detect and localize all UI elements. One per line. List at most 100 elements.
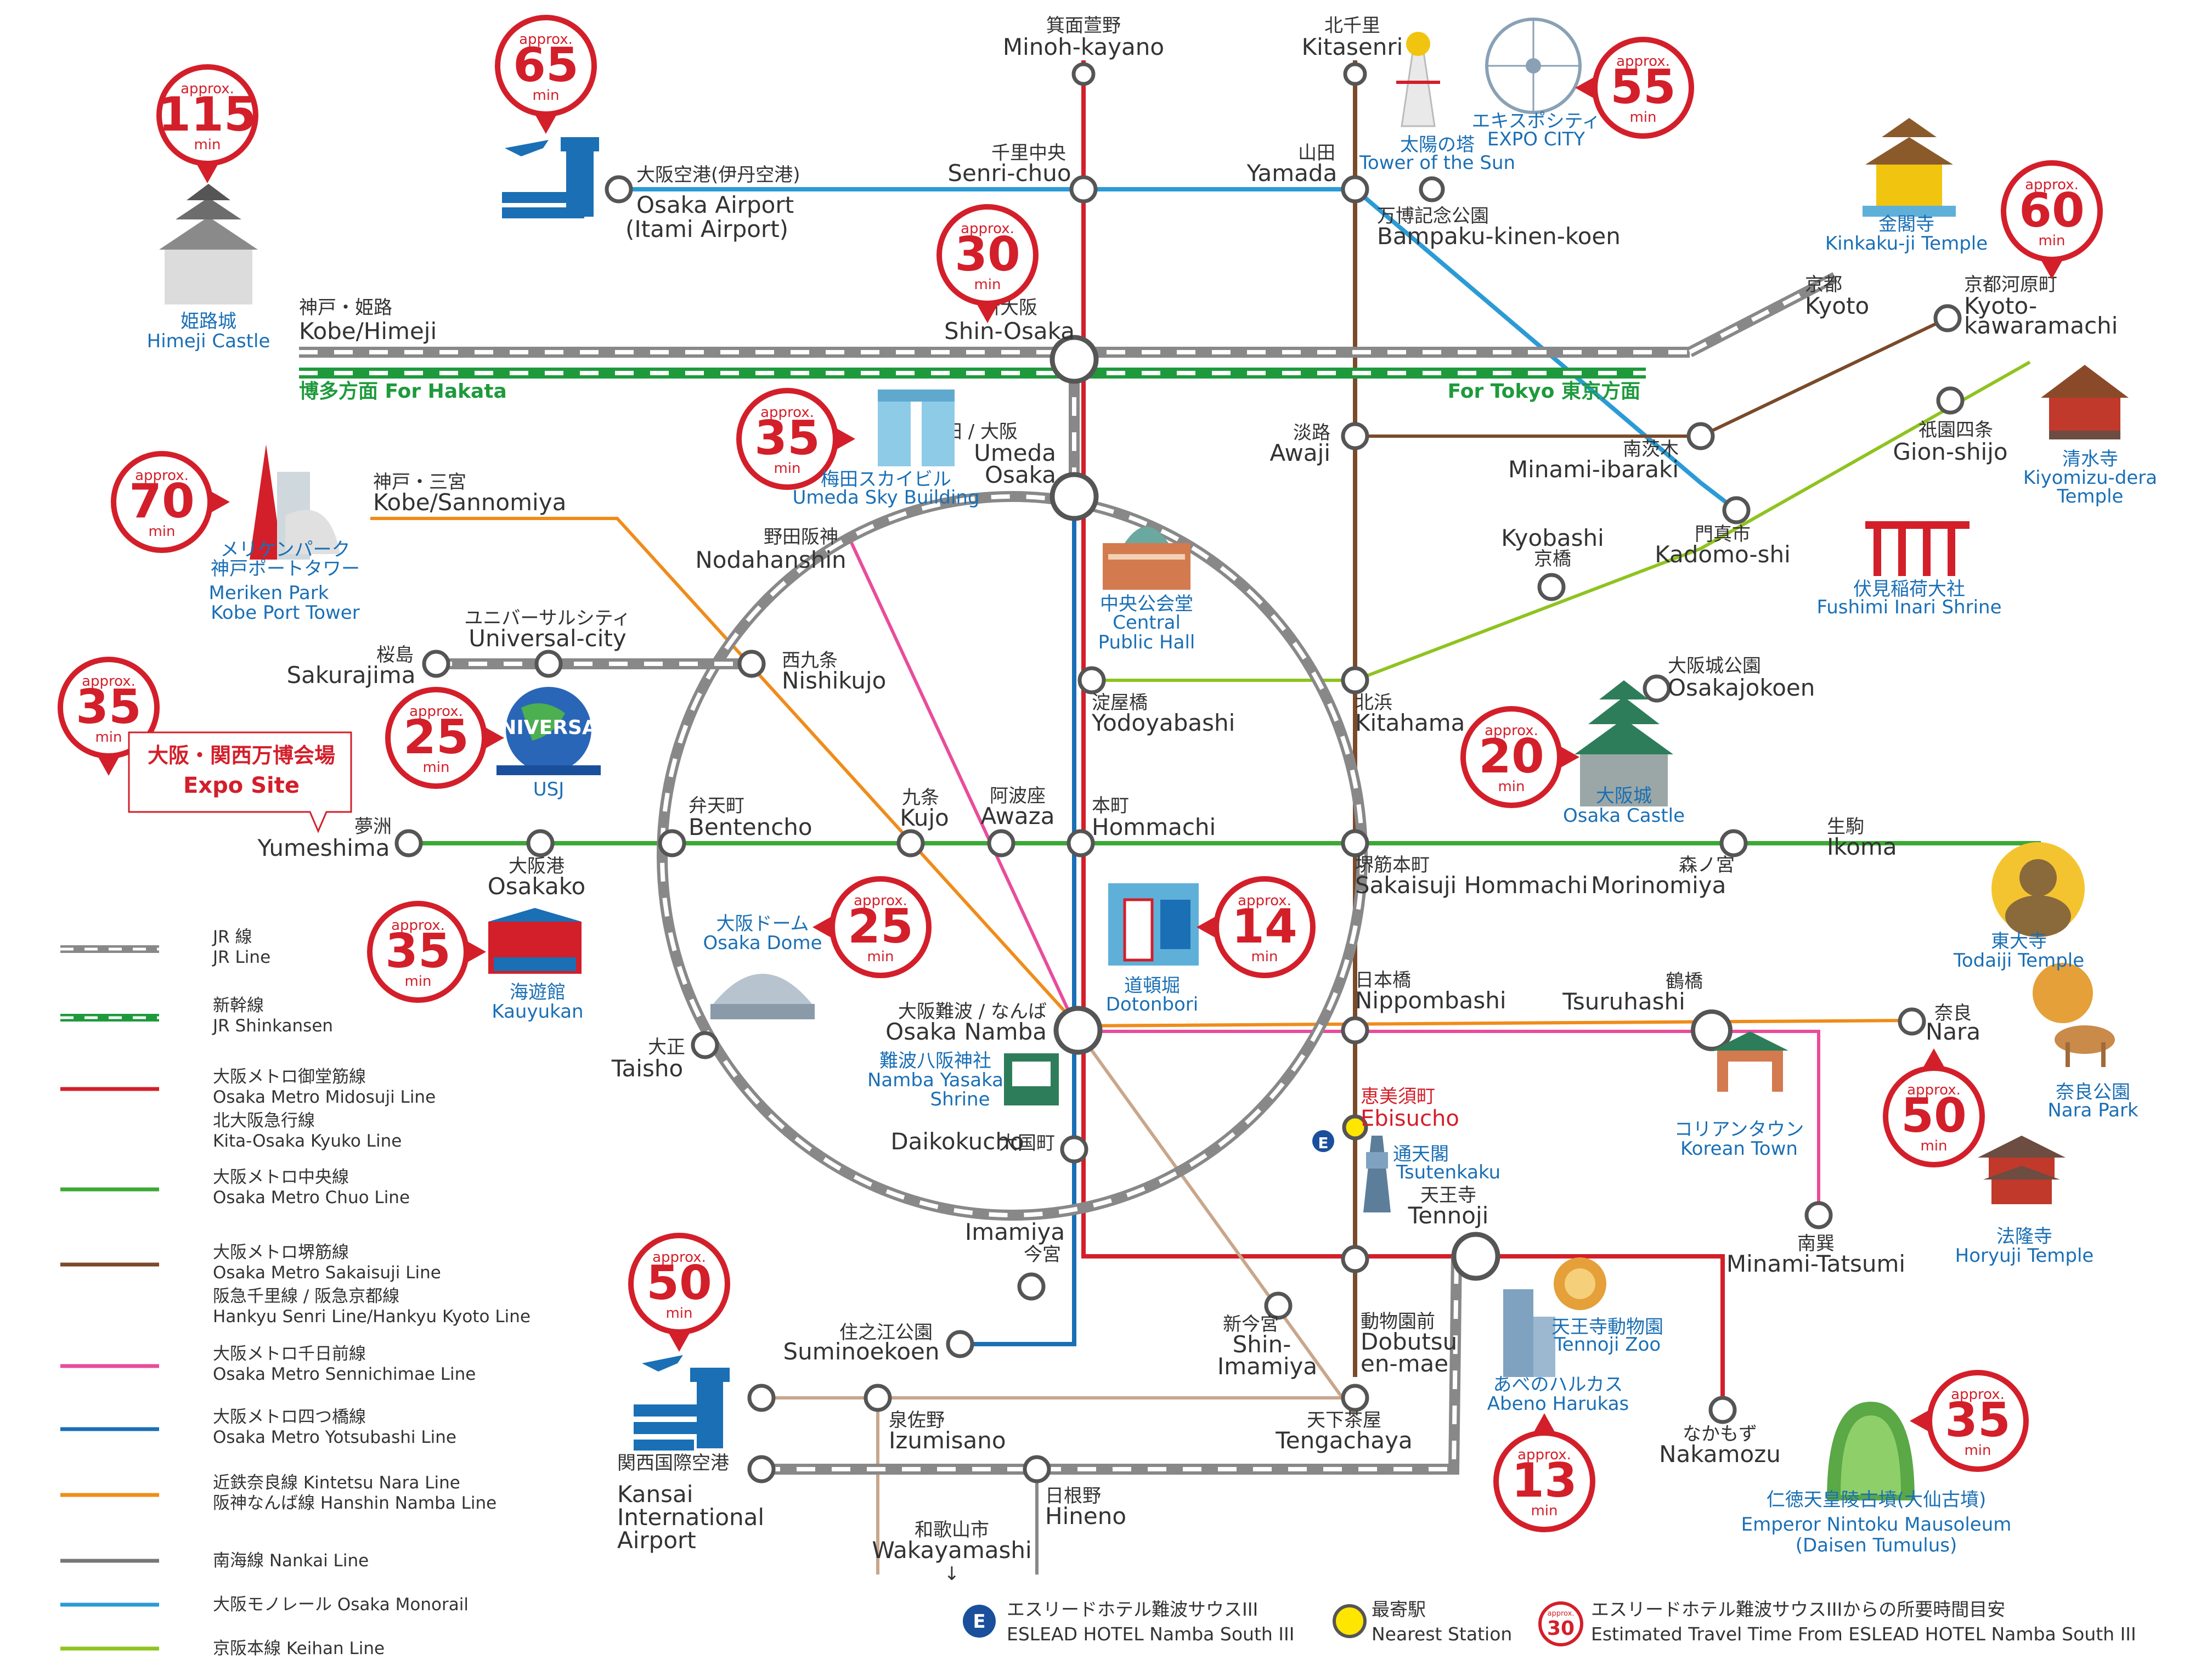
line-midosuji-nakamozu <box>1484 1254 1725 1410</box>
badge-minutes: 55 <box>1610 60 1676 115</box>
legend-text: Osaka Metro Sakaisuji Line <box>213 1263 441 1283</box>
badge-approx-label: approx. <box>180 81 234 97</box>
station-tsuruhashi[interactable] <box>1691 1009 1733 1051</box>
station-yodoyabashi[interactable] <box>1077 666 1106 695</box>
label-yumeshima-en: Yumeshima <box>257 834 390 861</box>
label-nippombashi-jp: 日本橋 <box>1355 969 1411 991</box>
label-bampaku-en: Bampaku-kinen-koen <box>1377 223 1621 250</box>
label-wakayamashi-jp: 和歌山市 <box>915 1519 989 1541</box>
landmark-horyuji-en: Horyuji Temple <box>1955 1245 2094 1267</box>
station-morinomiya[interactable] <box>1719 829 1748 857</box>
station-minoh-kayano[interactable] <box>1071 62 1096 86</box>
station-universal-city[interactable] <box>534 650 563 678</box>
landmark-abeno-jp: あべのハルカス <box>1493 1374 1623 1396</box>
station-kitahama[interactable] <box>1341 666 1369 695</box>
label-nara-jp: 奈良 <box>1934 1002 1972 1024</box>
label-bampaku-jp: 万博記念公園 <box>1377 205 1489 227</box>
station-kansai-airport[interactable] <box>747 1455 776 1483</box>
footer-time-jp: エスリードホテル難波サウスIIIからの所要時間目安 <box>1591 1599 2005 1620</box>
label-taisho-jp: 大正 <box>648 1036 685 1058</box>
kaiyukan-icon <box>488 908 582 974</box>
station-nippombashi[interactable] <box>1341 1016 1369 1045</box>
landmark-kiyomizu-en1: Kiyomizu-dera <box>2023 467 2157 489</box>
label-tennoji-en: Tennoji <box>1408 1202 1489 1229</box>
station-nishikujo[interactable] <box>737 650 766 678</box>
kansai-airport-icon <box>634 1355 730 1451</box>
station-sakurajima[interactable] <box>422 650 450 678</box>
legend-text: 大阪メトロ中央線 <box>213 1167 349 1187</box>
station-imamiya[interactable] <box>1017 1272 1046 1301</box>
station-sakaisuji-hommachi[interactable] <box>1341 829 1369 857</box>
station-kujo[interactable] <box>896 829 925 857</box>
station-osaka-airport[interactable] <box>605 175 633 204</box>
station-yumeshima[interactable] <box>394 829 423 857</box>
expo-site-callout[interactable]: 大阪・関西万博会場 Expo Site <box>128 731 352 833</box>
station-minami-tatsumi[interactable] <box>1804 1201 1833 1229</box>
station-tengachaya[interactable] <box>1341 1384 1369 1412</box>
badge-unit: min <box>148 523 175 540</box>
nara-park-deer-icon <box>2033 963 2115 1067</box>
station-nara[interactable] <box>1898 1007 1926 1036</box>
station-kyoto-kawaramachi[interactable] <box>1933 304 1962 332</box>
station-osaka-namba[interactable] <box>1053 1006 1103 1055</box>
landmark-umeda-sky-jp: 梅田スカイビル <box>821 469 951 490</box>
station-ebisucho[interactable] <box>1342 1114 1368 1141</box>
label-gion-shijo-en: Gion-shijo <box>1893 438 2007 465</box>
station-kyobashi[interactable] <box>1537 573 1566 601</box>
badge-approx-label: approx. <box>760 404 814 421</box>
station-hommachi[interactable] <box>1066 829 1095 857</box>
landmark-korean-town-en: Korean Town <box>1680 1138 1798 1160</box>
station-shin-osaka[interactable] <box>1049 335 1099 384</box>
station-izumisano[interactable] <box>864 1384 892 1412</box>
station-kadomo-shi[interactable] <box>1722 496 1751 524</box>
station-yamada[interactable] <box>1341 175 1369 204</box>
station-senri-chuo[interactable] <box>1069 175 1098 204</box>
station-awaza[interactable] <box>987 829 1015 857</box>
station-osakako[interactable] <box>526 829 555 857</box>
station-bentencho[interactable] <box>658 829 686 857</box>
station-bampaku-kinen-koen[interactable] <box>1419 176 1445 202</box>
legend-text: JR 線 <box>212 927 252 947</box>
station-minami-ibaraki[interactable] <box>1686 422 1715 450</box>
station-daikokucho[interactable] <box>1060 1135 1088 1164</box>
badge-minutes: 35 <box>76 680 142 735</box>
station-umeda-osaka[interactable] <box>1049 472 1099 521</box>
landmark-fushimi-en: Fushimi Inari Shrine <box>1817 596 2002 618</box>
station-taisho[interactable] <box>691 1031 719 1059</box>
label-kobe-sannomiya-jp: 神戸・三宮 <box>373 471 466 493</box>
hotel-marker-icon[interactable]: E <box>1312 1130 1334 1152</box>
station-nankai-west-end[interactable] <box>747 1384 776 1412</box>
station-nakamozu[interactable] <box>1708 1396 1737 1424</box>
label-yumeshima-jp: 夢洲 <box>354 816 392 838</box>
badge-approx-label: approx. <box>409 703 463 720</box>
label-nippombashi-en: Nippombashi <box>1355 987 1506 1014</box>
station-osakajokoen[interactable] <box>1643 674 1671 703</box>
label-umeda-en: Umeda <box>974 439 1056 466</box>
station-gion-shijo[interactable] <box>1936 386 1965 415</box>
legend-item-nankai: 南海線 Nankai Line <box>60 1551 369 1571</box>
label-kyoto-kawaramachi-jp: 京都河原町 <box>1964 274 2057 296</box>
landmark-osaka-dome-jp: 大阪ドーム <box>716 913 809 935</box>
legend-text: 京阪本線 Keihan Line <box>213 1639 385 1658</box>
badge-approx-label: approx. <box>1616 53 1670 70</box>
station-dobutsuen-mae[interactable] <box>1341 1245 1369 1273</box>
landmark-kaiyukan-jp: 海遊館 <box>510 981 566 1003</box>
badge-approx-label: approx. <box>1517 1447 1571 1463</box>
station-awaji[interactable] <box>1341 422 1369 450</box>
badge-minutes: 25 <box>403 710 469 765</box>
horyuji-icon <box>1978 1136 2066 1204</box>
station-hineno[interactable] <box>1023 1455 1051 1483</box>
kinkaku-ji-icon <box>1863 118 1956 217</box>
station-tennoji[interactable] <box>1451 1232 1500 1281</box>
station-suminoekoen[interactable] <box>946 1330 974 1358</box>
station-shin-imamiya[interactable] <box>1264 1291 1293 1320</box>
station-kitasenri[interactable] <box>1343 62 1367 86</box>
label-awaji-en: Awaji <box>1270 439 1330 466</box>
landmark-kaiyukan-en: Kauyukan <box>492 1001 583 1023</box>
label-kujo-jp: 九条 <box>902 787 939 809</box>
legend-text: 阪神なんば線 Hanshin Namba Line <box>213 1493 496 1513</box>
label-awaza-en: Awaza <box>981 803 1055 830</box>
